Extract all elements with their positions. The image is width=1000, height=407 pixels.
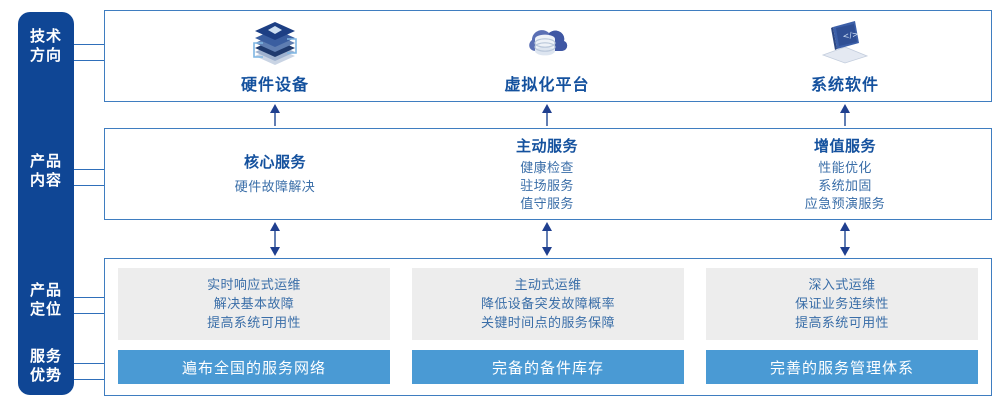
positioning-card-proactive[interactable]: 主动式运维 降低设备突发故障概率 关键时间点的服务保障 [412,268,684,340]
positioning-line: 提高系统可用性 [795,315,889,331]
rail-label-technology-line2: 方向 [29,46,62,64]
advantage-bar-spare-parts[interactable]: 完备的备件库存 [412,350,684,384]
technology-column-system-software[interactable]: </> 系统软件 [750,10,940,102]
product-content-item: 健康检查 [520,160,574,176]
rail-label-product-content-line2: 内容 [29,171,62,189]
arrow-up-hardware [267,104,283,126]
cloud-database-icon [519,17,575,67]
technology-column-hardware[interactable]: 硬件设备 [180,10,370,102]
connector-content-bottom [74,185,105,186]
positioning-card-indepth[interactable]: 深入式运维 保证业务连续性 提高系统可用性 [706,268,978,340]
product-content-column-value-added[interactable]: 增值服务 性能优化 系统加固 应急预演服务 [750,128,940,220]
technology-title-virtualization: 虚拟化平台 [504,75,590,94]
product-content-item: 硬件故障解决 [234,180,316,195]
positioning-line: 主动式运维 [514,277,582,293]
product-content-item: 值守服务 [520,196,574,212]
product-content-column-core[interactable]: 核心服务 硬件故障解决 [180,128,370,220]
laptop-code-icon: </> [817,17,873,67]
technology-title-system-software: 系统软件 [810,75,879,94]
connector-positioning-top [74,297,105,298]
rail-label-product-content-line1: 产品 [29,152,62,170]
rail-label-product-positioning-line1: 产品 [29,281,62,299]
svg-text:</>: </> [842,30,859,41]
positioning-line: 解决基本故障 [213,296,295,312]
rail-label-product-positioning-line2: 定位 [29,300,62,318]
positioning-line: 保证业务连续性 [795,296,889,312]
arrow-up-virtualization [539,104,555,126]
arrow-double-proactive [539,222,555,256]
rail-label-product-content: 产品 内容 [18,152,74,190]
connector-advantages-bottom [74,379,105,380]
positioning-line: 深入式运维 [808,277,876,293]
server-stack-icon [247,17,303,67]
category-rail [18,12,74,395]
rail-label-product-positioning: 产品 定位 [18,281,74,319]
rail-label-technology: 技术 方向 [18,27,74,65]
product-content-column-proactive[interactable]: 主动服务 健康检查 驻场服务 值守服务 [452,128,642,220]
rail-label-service-advantages: 服务 优势 [18,347,74,385]
connector-technology-top [74,44,105,45]
technology-title-hardware: 硬件设备 [240,75,309,94]
product-content-item: 驻场服务 [520,178,574,194]
rail-label-technology-line1: 技术 [29,27,62,45]
arrow-double-core [267,222,283,256]
technology-column-virtualization[interactable]: 虚拟化平台 [452,10,642,102]
connector-advantages-top [74,363,105,364]
arrow-double-value-added [837,222,853,256]
product-content-item: 应急预演服务 [804,196,886,212]
connector-content-top [74,169,105,170]
positioning-line: 提高系统可用性 [207,315,301,331]
advantage-bar-service-network[interactable]: 遍布全国的服务网络 [118,350,390,384]
rail-label-service-advantages-line1: 服务 [29,347,62,365]
positioning-card-realtime[interactable]: 实时响应式运维 解决基本故障 提高系统可用性 [118,268,390,340]
product-content-title-core: 核心服务 [243,153,306,171]
advantage-bar-management-system[interactable]: 完善的服务管理体系 [706,350,978,384]
product-content-item: 性能优化 [818,160,872,176]
product-content-title-proactive: 主动服务 [515,136,578,155]
positioning-line: 关键时间点的服务保障 [480,315,615,331]
rail-label-service-advantages-line2: 优势 [29,366,62,384]
connector-positioning-bottom [74,313,105,314]
product-content-title-value-added: 增值服务 [813,136,876,155]
product-content-section [104,128,992,220]
positioning-line: 降低设备突发故障概率 [480,296,615,312]
connector-technology-bottom [74,60,105,61]
positioning-line: 实时响应式运维 [207,277,301,293]
product-content-item: 系统加固 [818,178,872,194]
arrow-up-system-software [837,104,853,126]
